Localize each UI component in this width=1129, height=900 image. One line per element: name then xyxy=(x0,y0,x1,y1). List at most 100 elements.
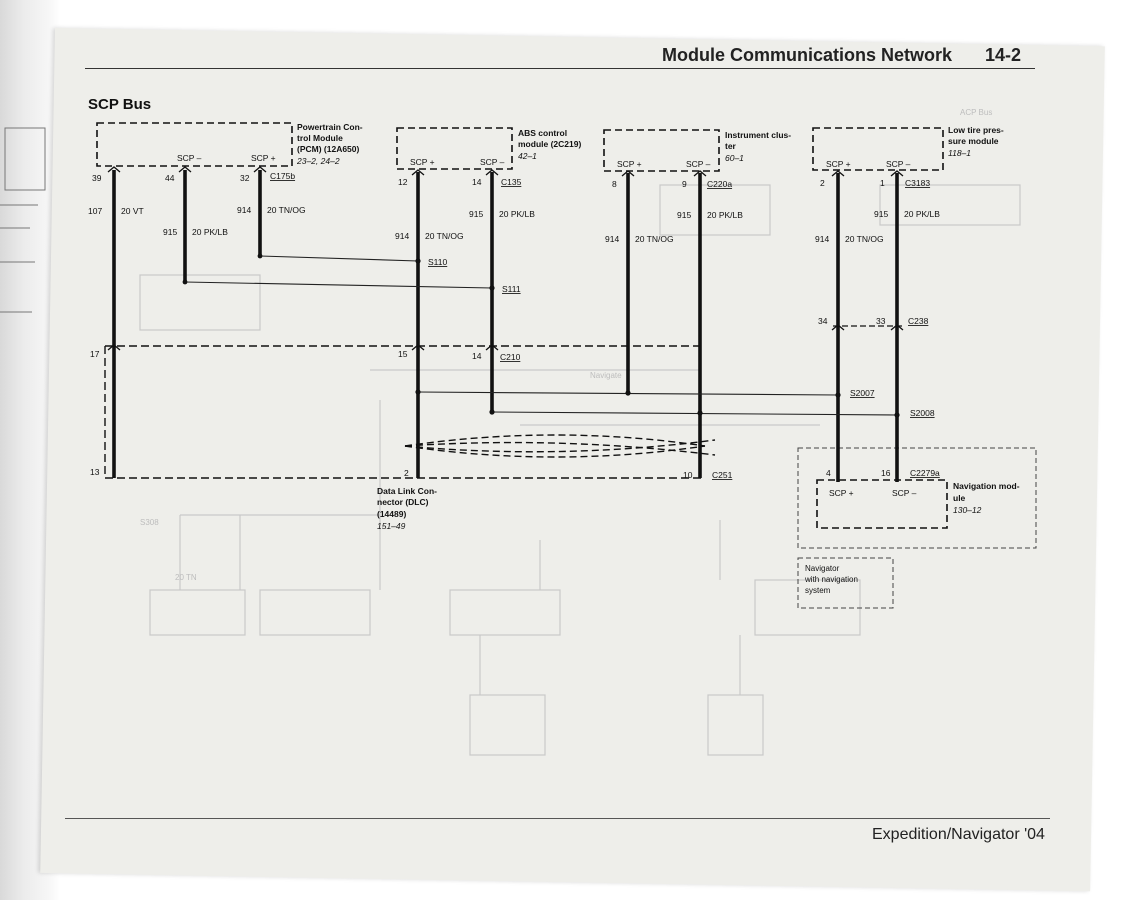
tire-pin-scp-minus: SCP – xyxy=(886,159,911,169)
pin-8: 8 xyxy=(612,179,617,189)
pin-14-dlc: 14 xyxy=(472,351,482,361)
pin-1: 1 xyxy=(880,178,885,188)
wire-915-ic-color: 20 PK/LB xyxy=(707,210,743,220)
nav-label-2: ule xyxy=(953,493,966,503)
pin-39: 39 xyxy=(92,173,102,183)
ic-label-1: Instrument clus- xyxy=(725,130,791,140)
connector-c3183: C3183 xyxy=(905,178,930,188)
wire-915-ic-num: 915 xyxy=(677,210,691,220)
wire-914-ic-num: 914 xyxy=(605,234,619,244)
footer-rule xyxy=(65,818,1050,819)
abs-ref: 42–1 xyxy=(518,151,537,161)
module-box-low-tire-pressure xyxy=(812,127,944,171)
pcm-pin-scp-minus: SCP – xyxy=(177,153,202,163)
abs-label-1: ABS control xyxy=(518,128,567,138)
wire-915-abs-color: 20 PK/LB xyxy=(499,209,535,219)
dlc-label-2: nector (DLC) xyxy=(377,497,429,507)
navigator-note-1: Navigator xyxy=(805,564,840,573)
pin-2-dlc: 2 xyxy=(404,468,409,478)
dlc-label-3: (14489) xyxy=(377,509,406,519)
wire-107-color: 20 VT xyxy=(121,206,144,216)
pin-10: 10 xyxy=(683,470,693,480)
nav-pin-scp-plus: SCP + xyxy=(829,488,854,498)
connector-c251: C251 xyxy=(712,470,733,480)
splice-dots xyxy=(182,253,900,418)
dlc-ref: 151–49 xyxy=(377,521,406,531)
dlc-label-1: Data Link Con- xyxy=(377,486,437,496)
twisted-pair-symbol xyxy=(404,434,716,458)
wire-914-abs-num: 914 xyxy=(395,231,409,241)
wire-914-pcm-color: 20 TN/OG xyxy=(267,205,306,215)
pin-14-abs: 14 xyxy=(472,177,482,187)
page-number: 14-2 xyxy=(985,45,1022,65)
abs-pin-scp-minus: SCP – xyxy=(480,157,505,167)
wire-915-abs-num: 915 xyxy=(469,209,483,219)
module-box-navigation xyxy=(816,479,948,529)
pin-13: 13 xyxy=(90,467,100,477)
wire-914-pcm-num: 914 xyxy=(237,205,251,215)
wire-915-pcm-num: 915 xyxy=(163,227,177,237)
wire-914-tire-color: 20 TN/OG xyxy=(845,234,884,244)
pcm-ref: 23–2, 24–2 xyxy=(296,156,340,166)
pin-9: 9 xyxy=(682,179,687,189)
bleed-through-ghost: ACP Bus S308 20 TN Navigate xyxy=(139,108,1021,756)
ic-ref: 60–1 xyxy=(725,153,744,163)
wire-107-num: 107 xyxy=(88,206,102,216)
connector-c135: C135 xyxy=(501,177,522,187)
nav-label-1: Navigation mod- xyxy=(953,481,1020,491)
footer-vehicle: Expedition/Navigator '04 xyxy=(872,826,1045,843)
connector-c220a: C220a xyxy=(707,179,732,189)
abs-label-2: module (2C219) xyxy=(518,139,581,149)
pcm-label-3: (PCM) (12A650) xyxy=(297,144,360,154)
splice-s2008: S2008 xyxy=(910,408,935,418)
connector-marks xyxy=(107,166,904,351)
page-header-title: Module Communications Network xyxy=(662,45,953,65)
module-box-abs xyxy=(396,127,513,170)
pin-33: 33 xyxy=(876,316,886,326)
connector-c175b: C175b xyxy=(270,171,295,181)
wire-group xyxy=(112,170,899,482)
ic-pin-scp-minus: SCP – xyxy=(686,159,711,169)
connector-c2279a: C2279a xyxy=(910,468,940,478)
svg-text:20 TN: 20 TN xyxy=(175,573,197,582)
module-box-instrument-cluster xyxy=(603,129,720,172)
connector-c238: C238 xyxy=(908,316,929,326)
pin-2-tire: 2 xyxy=(820,178,825,188)
module-box-pcm xyxy=(96,122,293,167)
dlc-dashed-box xyxy=(104,345,702,479)
navigator-note-3: system xyxy=(805,586,831,595)
tire-ref: 118–1 xyxy=(948,148,971,158)
svg-text:ACP Bus: ACP Bus xyxy=(960,108,992,117)
wire-914-abs-color: 20 TN/OG xyxy=(425,231,464,241)
ic-pin-scp-plus: SCP + xyxy=(617,159,642,169)
wire-915-tire-num: 915 xyxy=(874,209,888,219)
pcm-label-2: trol Module xyxy=(297,133,343,143)
navigator-note-2: with navigation xyxy=(804,575,858,584)
pin-44: 44 xyxy=(165,173,175,183)
nav-ref: 130–12 xyxy=(953,505,982,515)
splice-s2007: S2007 xyxy=(850,388,875,398)
abs-pin-scp-plus: SCP + xyxy=(410,157,435,167)
pin-16: 16 xyxy=(881,468,891,478)
wire-915-pcm-color: 20 PK/LB xyxy=(192,227,228,237)
tire-label-2: sure module xyxy=(948,136,999,146)
pin-34: 34 xyxy=(818,316,828,326)
wire-914-tire-num: 914 xyxy=(815,234,829,244)
header-rule xyxy=(85,68,1035,69)
pcm-label-1: Powertrain Con- xyxy=(297,122,363,132)
nav-pin-scp-minus: SCP – xyxy=(892,488,917,498)
pin-32: 32 xyxy=(240,173,250,183)
splice-lines xyxy=(184,255,898,416)
pin-17: 17 xyxy=(90,349,100,359)
pin-15: 15 xyxy=(398,349,408,359)
svg-text:Navigate: Navigate xyxy=(590,371,622,380)
navigator-option-box xyxy=(797,447,1037,609)
svg-text:S308: S308 xyxy=(140,518,159,527)
splice-s110: S110 xyxy=(428,257,447,267)
pin-4: 4 xyxy=(826,468,831,478)
splice-s111: S111 xyxy=(502,284,521,294)
pin-12: 12 xyxy=(398,177,408,187)
tire-pin-scp-plus: SCP + xyxy=(826,159,851,169)
